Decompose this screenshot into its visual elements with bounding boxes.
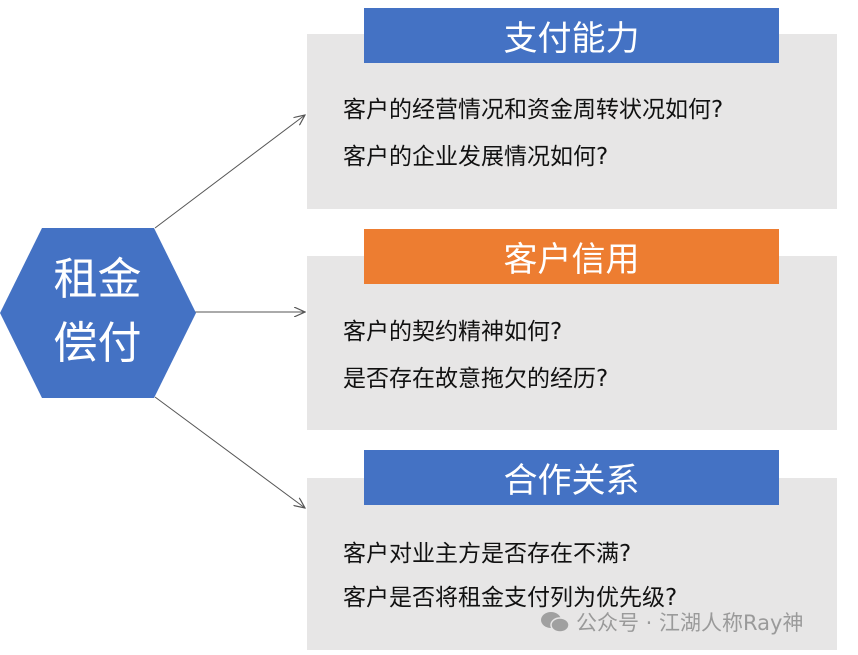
section-3-line-1: 客户对业主方是否存在不满? [343, 541, 632, 567]
arrow-to-section-1 [154, 115, 305, 229]
watermark-text: 公众号 · 江湖人称Ray神 [576, 611, 804, 635]
section-2-line-2: 是否存在故意拖欠的经历? [343, 366, 609, 392]
center-label-line1: 租金 [53, 254, 142, 305]
section-title-1: 支付能力 [364, 8, 779, 63]
arrow-to-section-3 [154, 396, 305, 508]
center-hexagon [0, 228, 196, 398]
wechat-icon [541, 612, 570, 633]
section-title-2: 客户信用 [364, 229, 779, 284]
section-1-line-2: 客户的企业发展情况如何? [343, 144, 609, 170]
section-1-line-1: 客户的经营情况和资金周转状况如何? [343, 97, 724, 123]
section-3-line-2: 客户是否将租金支付列为优先级? [343, 585, 678, 611]
section-2-line-1: 客户的契约精神如何? [343, 319, 563, 345]
center-label-line2: 偿付 [53, 318, 142, 369]
section-title-3: 合作关系 [364, 450, 779, 505]
watermark: 公众号 · 江湖人称Ray神 [540, 607, 803, 637]
section-panel-1 [307, 34, 837, 209]
center-label: 租金 偿付 [0, 248, 195, 376]
section-panel-2 [307, 256, 837, 430]
section-panel-3 [307, 478, 837, 650]
